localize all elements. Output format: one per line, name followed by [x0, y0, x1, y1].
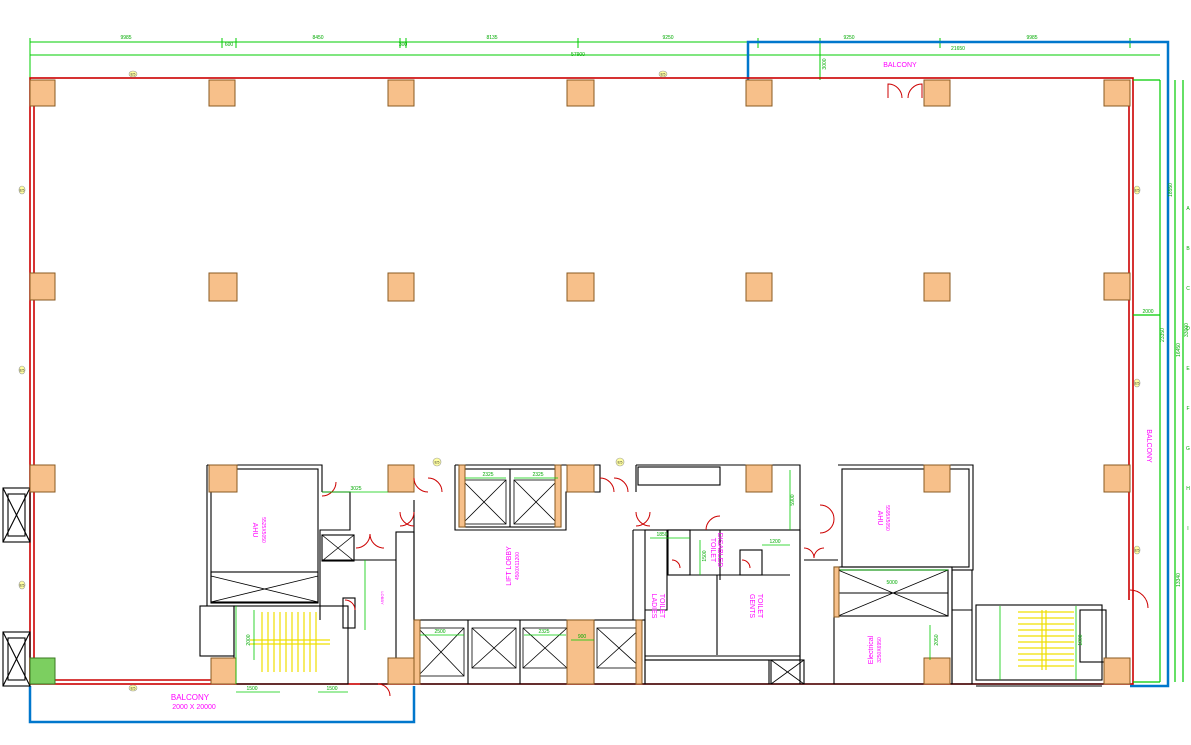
dim-right-2: 2000 — [1142, 309, 1153, 315]
label-lobby-left: LOBBY — [380, 591, 385, 605]
dim-duct: 900 — [578, 634, 587, 640]
dim-gents-width: 1200 — [769, 539, 780, 545]
dim-right-4: 13340 — [1176, 573, 1182, 587]
section-label-b: B — [1186, 246, 1190, 252]
dim-electrical-width: 5000 — [886, 580, 897, 586]
section-label-a: A — [1186, 206, 1190, 212]
lift-shafts — [210, 479, 949, 685]
label-electrical-size: 3250X6950 — [877, 637, 883, 663]
dim-top-8: 9985 — [1026, 35, 1037, 41]
section-label-h: H — [1186, 486, 1190, 492]
dim-lift-bottom-2: 2325 — [538, 629, 549, 635]
top-dimension-chain — [29, 38, 1160, 80]
dim-right-6: 33000 — [1184, 323, 1190, 337]
label-ahu-left: AHU — [251, 523, 258, 538]
label-gents-toilet-2: TOILET — [756, 594, 763, 619]
label-ahu-right: AHU — [876, 511, 883, 526]
label-balcony-top: BALCONY — [883, 62, 917, 69]
label-ahu-right-size: 5595X5050 — [884, 505, 890, 531]
dim-stair-left-height: 2000 — [246, 634, 252, 645]
grid-tag-11: E5 — [618, 460, 624, 465]
label-balcony-bottom-size: 2000 X 20000 — [172, 704, 216, 711]
inner-dimension-lines — [235, 470, 1077, 693]
dim-top-1: 9985 — [120, 35, 131, 41]
grid-tag-6: E5 — [1135, 188, 1141, 193]
dim-top-overall: 57900 — [571, 52, 585, 58]
dim-ahu-left-opening: 3025 — [350, 486, 361, 492]
outer-walls — [29, 77, 1134, 685]
dim-top-5: 8135 — [486, 35, 497, 41]
green-column — [29, 657, 56, 685]
label-lift-lobby: LIFT LOBBY — [506, 546, 513, 586]
grid-tag-5: E5 — [20, 583, 26, 588]
right-balcony-frame — [1133, 79, 1184, 683]
dim-duct-height: 2050 — [934, 634, 940, 645]
grid-tag-4: E5 — [20, 368, 26, 373]
dim-lift-pair-2: 2325 — [532, 472, 543, 478]
label-disabled-toilet-1: TOILET — [709, 538, 716, 563]
dim-top-balcony-length: 21650 — [951, 46, 965, 52]
label-ladies-toilet-1: LADIES — [650, 594, 657, 619]
right-dimension-text: 18550 2000 23350 13340 16450 33000 — [1142, 183, 1190, 587]
dim-right-3: 23350 — [1160, 328, 1166, 342]
dim-top-2: 600 — [225, 42, 234, 48]
grid-tag-7: E5 — [1135, 381, 1141, 386]
dim-lift-pair-1: 2325 — [482, 472, 493, 478]
section-label-c: C — [1186, 286, 1190, 292]
section-label-e: E — [1186, 366, 1190, 372]
section-label-g: G — [1186, 446, 1190, 452]
left-stair — [250, 612, 330, 672]
dim-toilet-width: 1850 — [656, 532, 667, 538]
dim-stair-right-height: 1800 — [1078, 634, 1084, 645]
grid-tag-8: E5 — [1135, 548, 1141, 553]
dim-right-1: 18550 — [1168, 183, 1174, 197]
label-disabled-toilet-2: DISABLED — [716, 533, 723, 568]
dim-top-3: 8450 — [312, 35, 323, 41]
grid-tag-1: E5 — [131, 72, 137, 77]
structural-columns — [29, 79, 1131, 685]
dim-top-balcony-depth: 3000 — [822, 58, 828, 69]
grid-tag-9: E5 — [131, 686, 137, 691]
section-label-d: D — [1186, 326, 1190, 332]
section-label-f: F — [1186, 406, 1189, 412]
dim-top-6: 9250 — [662, 35, 673, 41]
doors — [321, 83, 1149, 697]
label-balcony-bottom: BALCONY — [171, 693, 210, 702]
balcony-outlines — [28, 40, 1170, 724]
dim-stair-left-width: 1500 — [246, 686, 257, 692]
grid-tag-10: E5 — [435, 460, 441, 465]
dim-top-4: 300 — [399, 42, 408, 48]
inner-dimension-text: 3025 2325 2325 2500 2325 1850 1500 1200 … — [246, 472, 1084, 692]
label-balcony-right: BALCONY — [1145, 429, 1152, 463]
dim-top-7: 9250 — [843, 35, 854, 41]
grid-tag-2: E5 — [661, 72, 667, 77]
label-ladies-toilet-2: TOILET — [658, 594, 665, 619]
section-labels: A B C D E F G H I — [1186, 206, 1190, 532]
dim-lift-bottom-1: 2500 — [434, 629, 445, 635]
label-electrical: Electrical — [868, 635, 875, 664]
grid-tag-text: E5 E5 E5 E5 E5 E5 E5 E5 E5 E5 E5 — [20, 72, 1141, 691]
section-label-i: I — [1187, 526, 1188, 532]
room-labels: BALCONY BALCONY BALCONY 2000 X 20000 AHU… — [171, 62, 1152, 711]
dim-shaft-height: 5900 — [790, 494, 796, 505]
top-dimension-text: 9985 600 8450 300 8135 9250 9250 9985 21… — [120, 35, 1037, 70]
label-gents-toilet-1: GENTS — [748, 594, 755, 618]
label-ahu-left-size: 5525X5050 — [260, 517, 266, 543]
dim-toilet-height: 1500 — [702, 550, 708, 561]
grid-tag-3: E5 — [20, 188, 26, 193]
label-lift-lobby-size: 4500X11200 — [515, 552, 521, 580]
dim-stair-right-width: 1500 — [326, 686, 337, 692]
right-stair — [1018, 610, 1074, 670]
dim-right-5: 16450 — [1176, 343, 1182, 357]
grid-tags — [18, 70, 1141, 692]
